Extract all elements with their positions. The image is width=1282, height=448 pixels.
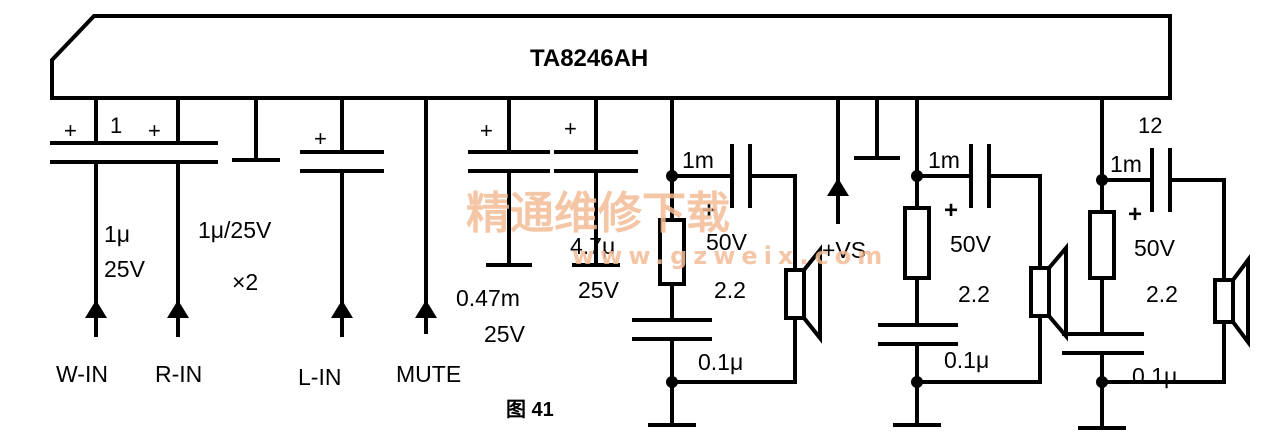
output-channel-2: 1m + 50V 2.2 0.1μ	[878, 96, 1068, 427]
ch3-cap-top: 1m	[1110, 151, 1142, 177]
w-in-cap-voltage: 25V	[104, 256, 146, 282]
input-cap-count: ×2	[232, 269, 258, 295]
speaker-2-icon	[1029, 266, 1051, 318]
ic-body	[50, 14, 1172, 100]
l-in-plus: +	[314, 126, 327, 151]
ch2-volt: 50V	[950, 231, 992, 257]
ch3-volt: 50V	[1134, 235, 1176, 261]
w-in-circuit: + 1 1μ 25V W-IN	[50, 96, 146, 387]
w-in-cap-value: 1μ	[104, 221, 130, 247]
speaker-1-icon	[784, 268, 806, 320]
ch1-plus: +	[702, 197, 716, 224]
r-in-plus: +	[148, 118, 161, 143]
ch1-cap-top: 1m	[682, 147, 714, 173]
r-in-label: R-IN	[155, 361, 202, 387]
speaker-3-icon	[1213, 278, 1235, 324]
output-channel-3: 12 1m + 50V 2.2 0.1μ	[1062, 96, 1250, 430]
nc-pin	[232, 96, 280, 162]
output-channel-1: 1m + 50V 2.2 0.1μ	[632, 96, 822, 427]
cap-047: + 0.47m 25V	[456, 96, 550, 347]
ic-label: TA8246AH	[530, 45, 648, 72]
pin-1-label: 1	[110, 113, 122, 138]
cap-47-voltage: 25V	[578, 277, 620, 303]
ch2-res: 2.2	[958, 281, 990, 307]
cap-047-voltage: 25V	[484, 321, 526, 347]
watermark-cn: 精通维修下载	[466, 188, 730, 239]
cap-047-plus: +	[480, 118, 493, 143]
watermark-url: www.gzweix.com	[572, 242, 888, 270]
w-in-arrow-icon	[85, 300, 107, 318]
cap-47-plus: +	[564, 116, 577, 141]
resistor-3	[1088, 210, 1116, 280]
pin-12-label: 12	[1138, 113, 1162, 138]
cap-47-value: 4.7μ	[570, 233, 615, 259]
resistor-1	[658, 218, 686, 286]
ch3-cap-bot: 0.1μ	[1132, 363, 1177, 389]
ch3-res: 2.2	[1146, 281, 1178, 307]
r-in-circuit: + R-IN	[136, 96, 218, 387]
ch2-cap-bot: 0.1μ	[944, 347, 989, 373]
r-in-arrow-icon	[167, 300, 189, 318]
mute-arrow-icon	[415, 300, 437, 318]
mute-circuit: MUTE	[396, 96, 461, 387]
w-in-label: W-IN	[56, 361, 108, 387]
resistor-2	[903, 206, 931, 280]
l-in-arrow-icon	[331, 300, 353, 318]
figure-caption: 图 41	[506, 398, 554, 421]
cap-047-value: 0.47m	[456, 285, 520, 311]
ch2-cap-top: 1m	[928, 147, 960, 173]
l-in-label: L-IN	[298, 364, 341, 390]
vs-arrow-icon	[827, 178, 849, 196]
ch1-res: 2.2	[714, 277, 746, 303]
ch1-cap-bot: 0.1μ	[698, 349, 743, 375]
input-cap-spec: 1μ/25V	[198, 217, 272, 243]
cap-47: + 4.7μ 25V	[554, 96, 638, 303]
ch3-plus: +	[1128, 201, 1142, 228]
w-in-plus: +	[64, 118, 77, 143]
vs-label: +VS	[822, 237, 866, 263]
ch1-volt: 50V	[706, 229, 748, 255]
vs-supply: +VS	[822, 96, 900, 263]
mute-label: MUTE	[396, 361, 461, 387]
ch2-plus: +	[944, 197, 958, 224]
l-in-circuit: + L-IN	[298, 96, 384, 390]
